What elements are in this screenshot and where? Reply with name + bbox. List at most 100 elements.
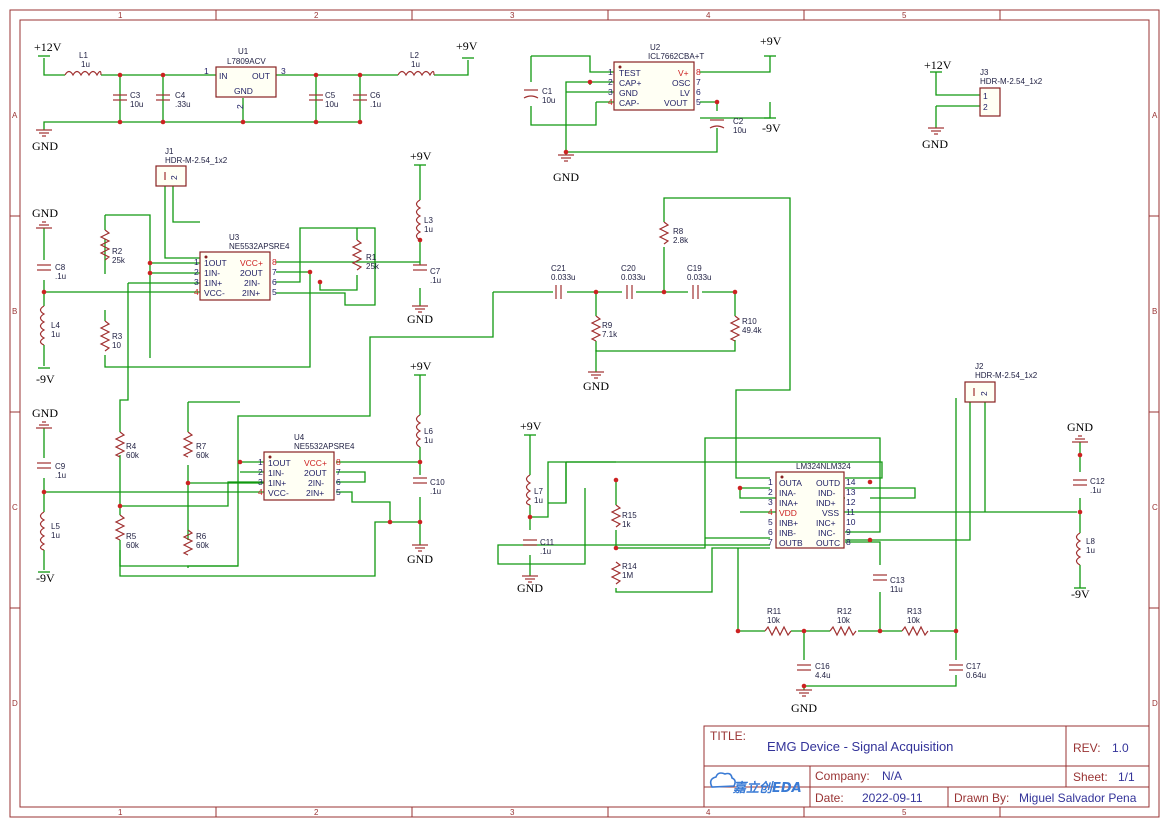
svg-text:2OUT: 2OUT [240, 268, 263, 278]
svg-text:49.4k: 49.4k [742, 326, 763, 335]
gnd-label: GND [583, 379, 609, 393]
svg-text:2IN-: 2IN- [308, 478, 324, 488]
svg-text:5: 5 [336, 487, 341, 497]
gnd-label: GND [791, 701, 817, 715]
svg-text:2: 2 [979, 391, 989, 396]
sheet-frame: 1 2 3 4 5 1 2 3 4 5 A B C D A B C D [9, 9, 1160, 818]
date-value: 2022-09-11 [862, 791, 923, 805]
j3-value: HDR-M-2.54_1x2 [980, 77, 1043, 86]
svg-text:.1u: .1u [1090, 486, 1101, 495]
svg-text:3: 3 [281, 66, 286, 76]
svg-text:C8: C8 [55, 263, 66, 272]
svg-text:.1u: .1u [540, 547, 551, 556]
svg-text:2OUT: 2OUT [304, 468, 327, 478]
col-label: 2 [314, 808, 319, 817]
title-block: TITLE: EMG Device - Signal Acquisition R… [703, 725, 1150, 808]
svg-text:R3: R3 [112, 332, 123, 341]
u3-opamp[interactable]: U3 NE5532APSRE4 1OUT 1IN- 1IN+ VCC- VCC+… [194, 233, 290, 301]
u2-voltage-converter[interactable]: U2 ICL7662CBA+T TEST CAP+ GND CAP- V+ OS… [608, 43, 704, 111]
svg-text:11u: 11u [890, 585, 903, 594]
svg-text:6: 6 [272, 277, 277, 287]
svg-text:1u: 1u [411, 60, 420, 69]
svg-text:7.1k: 7.1k [602, 330, 618, 339]
svg-text:4.4u: 4.4u [815, 671, 831, 680]
inductor-l6[interactable]: L6 1u [415, 414, 434, 448]
svg-text:R1: R1 [366, 253, 377, 262]
svg-text:R10: R10 [742, 317, 757, 326]
svg-text:.1u: .1u [55, 272, 66, 281]
inductor-l8[interactable]: L8 1u [1075, 532, 1096, 566]
svg-text:C16: C16 [815, 662, 830, 671]
svg-text:6: 6 [696, 87, 701, 97]
drawing-title: EMG Device - Signal Acquisition [767, 739, 953, 754]
rev-label: REV: [1073, 741, 1101, 755]
gnd-label: GND [553, 170, 579, 184]
svg-text:0.033u: 0.033u [551, 273, 575, 282]
row-label: D [12, 699, 18, 708]
svg-text:C21: C21 [551, 264, 566, 273]
svg-text:OUTB: OUTB [779, 538, 803, 548]
svg-text:L2: L2 [410, 51, 419, 60]
rail-n9-label: -9V [36, 571, 55, 585]
svg-text:R9: R9 [602, 321, 613, 330]
svg-text:C17: C17 [966, 662, 981, 671]
inductor-l3[interactable]: L3 1u [415, 199, 434, 241]
svg-text:8: 8 [272, 257, 277, 267]
svg-text:R15: R15 [622, 511, 637, 520]
svg-text:10u: 10u [130, 100, 143, 109]
company-label: Company: [815, 769, 870, 783]
svg-text:5: 5 [768, 517, 773, 527]
u5-quad-opamp[interactable]: LM324NLM324 OUTA INA- INA+ VDD INB+ INB-… [768, 462, 856, 549]
svg-text:R7: R7 [196, 442, 207, 451]
svg-text:R8: R8 [673, 227, 684, 236]
svg-text:2IN+: 2IN+ [242, 288, 260, 298]
inductor-l1[interactable]: L1 1u [64, 51, 102, 77]
rail-p12-label: +12V [924, 58, 952, 72]
svg-text:OUTA: OUTA [779, 478, 802, 488]
col-label: 3 [510, 808, 515, 817]
svg-text:7: 7 [272, 267, 277, 277]
svg-text:LV: LV [680, 88, 690, 98]
svg-text:1k: 1k [622, 520, 631, 529]
inductor-l5[interactable]: L5 1u [39, 511, 61, 551]
u3-ref: U3 [229, 233, 240, 242]
date-label: Date: [815, 791, 844, 805]
u2-ref: U2 [650, 43, 661, 52]
svg-text:2: 2 [983, 102, 988, 112]
svg-text:INB-: INB- [779, 528, 796, 538]
svg-text:6: 6 [768, 527, 773, 537]
svg-text:10k: 10k [907, 616, 921, 625]
svg-text:.33u: .33u [175, 100, 191, 109]
gnd-label: GND [32, 406, 58, 420]
gnd-label: GND [517, 581, 543, 595]
svg-text:1u: 1u [534, 496, 543, 505]
capacitor-labels: C3 10u C4 .33u C5 10u C6 .1u C1 10u C2 1… [55, 87, 1105, 680]
svg-text:R13: R13 [907, 607, 922, 616]
connector-j2[interactable]: 2 J2 HDR-M-2.54_1x2 [964, 362, 1038, 403]
svg-text:1u: 1u [424, 436, 433, 445]
svg-text:1: 1 [204, 66, 209, 76]
power-symbols: +12V +12V +9V +9V +9V +9V +9V -9V -9V -9… [32, 34, 1093, 715]
svg-text:2: 2 [235, 104, 245, 109]
svg-text:1IN+: 1IN+ [268, 478, 286, 488]
svg-text:1: 1 [258, 457, 263, 467]
svg-text:GND: GND [234, 86, 253, 96]
svg-text:60k: 60k [126, 541, 140, 550]
u1-regulator[interactable]: U1 L7809ACV IN OUT GND 1 3 2 [204, 47, 286, 109]
svg-text:7: 7 [696, 77, 701, 87]
svg-text:2: 2 [608, 77, 613, 87]
rail-p9-label: +9V [520, 419, 542, 433]
svg-text:2: 2 [194, 267, 199, 277]
connector-j1[interactable]: 2 J1 HDR-M-2.54_1x2 [155, 147, 228, 187]
svg-text:60k: 60k [196, 541, 210, 550]
row-label: B [1152, 307, 1157, 316]
svg-text:11: 11 [846, 507, 855, 517]
inductor-l7[interactable]: L7 1u [525, 474, 544, 506]
j3-ref: J3 [980, 68, 989, 77]
svg-text:R11: R11 [767, 607, 782, 616]
connector-j3[interactable]: 1 2 J3 HDR-M-2.54_1x2 [979, 68, 1043, 117]
svg-text:CAP-: CAP- [619, 98, 639, 108]
u4-opamp[interactable]: U4 NE5532APSRE4 1OUT 1IN- 1IN+ VCC- VCC+… [258, 433, 355, 501]
inductor-l4[interactable]: L4 1u [39, 305, 61, 346]
inductor-l2[interactable]: L2 1u [397, 51, 435, 77]
